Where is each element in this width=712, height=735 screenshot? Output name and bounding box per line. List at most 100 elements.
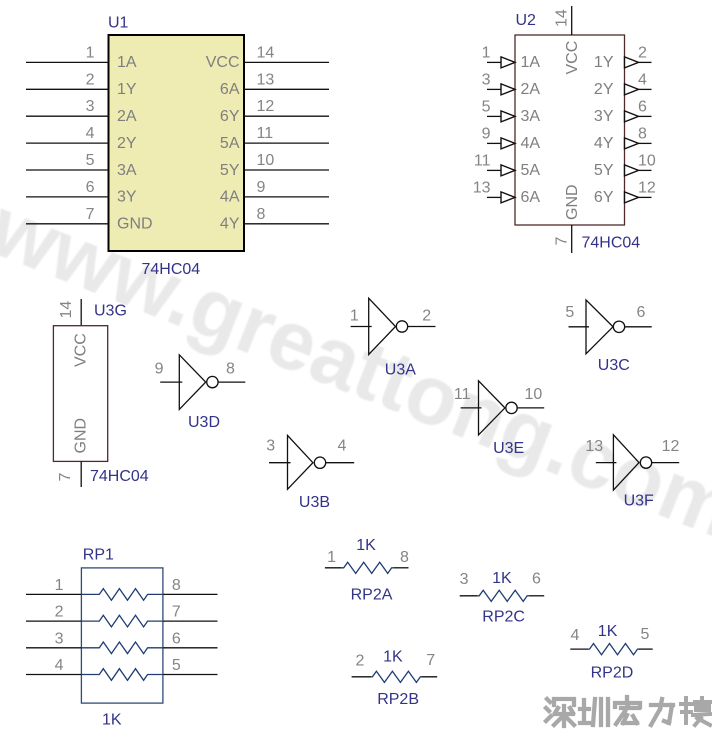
svg-text:RP1: RP1 xyxy=(83,547,114,564)
svg-text:RP2B: RP2B xyxy=(377,691,419,708)
svg-text:U3B: U3B xyxy=(299,494,330,511)
svg-text:13: 13 xyxy=(257,71,275,88)
svg-text:74HC04: 74HC04 xyxy=(142,261,201,278)
svg-text:RP2C: RP2C xyxy=(482,609,525,626)
svg-text:U2: U2 xyxy=(516,12,537,29)
svg-text:5: 5 xyxy=(565,304,574,321)
svg-text:3: 3 xyxy=(460,571,469,588)
svg-text:U3E: U3E xyxy=(493,440,524,457)
svg-text:74HC04: 74HC04 xyxy=(90,468,149,485)
svg-text:5A: 5A xyxy=(521,162,541,179)
svg-text:2: 2 xyxy=(422,308,431,325)
svg-text:4Y: 4Y xyxy=(220,216,240,233)
svg-text:4A: 4A xyxy=(521,135,541,152)
svg-text:4: 4 xyxy=(338,437,347,454)
svg-text:9: 9 xyxy=(155,360,164,377)
svg-text:1K: 1K xyxy=(356,537,376,554)
svg-text:1K: 1K xyxy=(492,570,512,587)
svg-text:4: 4 xyxy=(638,71,647,88)
svg-text:9: 9 xyxy=(482,125,491,142)
svg-text:1: 1 xyxy=(327,549,336,566)
svg-text:1K: 1K xyxy=(102,712,122,729)
svg-text:3A: 3A xyxy=(521,108,541,125)
svg-text:6A: 6A xyxy=(521,189,541,206)
svg-text:1A: 1A xyxy=(521,54,541,71)
svg-text:5: 5 xyxy=(172,657,181,674)
svg-text:1: 1 xyxy=(55,577,64,594)
svg-text:12: 12 xyxy=(638,179,656,196)
svg-text:3Y: 3Y xyxy=(594,108,614,125)
svg-text:GND: GND xyxy=(117,216,153,233)
svg-text:6: 6 xyxy=(637,304,646,321)
svg-text:3A: 3A xyxy=(117,162,137,179)
svg-text:U3D: U3D xyxy=(188,414,220,431)
svg-text:6Y: 6Y xyxy=(220,108,240,125)
svg-text:6A: 6A xyxy=(220,81,240,98)
svg-text:11: 11 xyxy=(257,125,274,142)
svg-text:8: 8 xyxy=(226,360,235,377)
svg-text:U3G: U3G xyxy=(94,303,127,320)
svg-text:4A: 4A xyxy=(220,189,240,206)
svg-text:RP2D: RP2D xyxy=(591,665,634,682)
svg-text:12: 12 xyxy=(662,438,680,455)
svg-text:13: 13 xyxy=(473,179,491,196)
svg-text:2: 2 xyxy=(55,604,64,621)
svg-text:13: 13 xyxy=(585,438,603,455)
svg-text:8: 8 xyxy=(638,125,647,142)
svg-text:3: 3 xyxy=(55,630,64,647)
svg-text:8: 8 xyxy=(400,549,409,566)
svg-text:2Y: 2Y xyxy=(594,81,614,98)
svg-text:1K: 1K xyxy=(598,623,618,640)
svg-text:10: 10 xyxy=(525,386,543,403)
svg-text:4: 4 xyxy=(86,125,95,142)
svg-text:14: 14 xyxy=(554,9,571,27)
svg-text:7: 7 xyxy=(86,206,95,223)
svg-text:GND: GND xyxy=(564,184,581,220)
svg-text:1: 1 xyxy=(86,44,95,61)
svg-text:7: 7 xyxy=(172,604,181,621)
svg-text:VCC: VCC xyxy=(206,54,240,71)
svg-text:5Y: 5Y xyxy=(220,162,240,179)
svg-text:6Y: 6Y xyxy=(594,189,614,206)
svg-text:6: 6 xyxy=(86,179,95,196)
svg-text:2: 2 xyxy=(638,44,647,61)
svg-text:7: 7 xyxy=(426,652,435,669)
svg-text:8: 8 xyxy=(257,206,266,223)
svg-text:VCC: VCC xyxy=(73,333,90,367)
svg-text:2A: 2A xyxy=(521,81,541,98)
svg-text:4: 4 xyxy=(55,657,64,674)
svg-text:1A: 1A xyxy=(117,54,137,71)
svg-text:74HC04: 74HC04 xyxy=(582,235,641,252)
svg-text:12: 12 xyxy=(257,98,275,115)
svg-text:RP2A: RP2A xyxy=(351,587,393,604)
svg-text:GND: GND xyxy=(73,418,90,454)
svg-text:1Y: 1Y xyxy=(594,54,614,71)
svg-text:6: 6 xyxy=(172,630,181,647)
svg-text:3Y: 3Y xyxy=(117,189,137,206)
svg-text:1: 1 xyxy=(350,308,359,325)
svg-text:1K: 1K xyxy=(383,649,403,666)
svg-text:3: 3 xyxy=(482,71,491,88)
svg-text:3: 3 xyxy=(86,98,95,115)
svg-text:5: 5 xyxy=(482,98,491,115)
svg-text:5: 5 xyxy=(86,152,95,169)
svg-text:1Y: 1Y xyxy=(117,81,137,98)
svg-text:U3A: U3A xyxy=(385,361,416,378)
svg-text:4: 4 xyxy=(570,627,579,644)
svg-text:11: 11 xyxy=(454,386,471,403)
svg-text:2A: 2A xyxy=(117,108,137,125)
svg-text:U1: U1 xyxy=(108,15,129,32)
svg-text:3: 3 xyxy=(266,437,275,454)
svg-text:2Y: 2Y xyxy=(117,135,137,152)
svg-text:2: 2 xyxy=(355,653,364,670)
svg-text:8: 8 xyxy=(172,577,181,594)
svg-text:U3F: U3F xyxy=(624,493,654,510)
svg-text:5: 5 xyxy=(641,626,650,643)
svg-text:7: 7 xyxy=(554,237,571,246)
svg-text:4Y: 4Y xyxy=(594,135,614,152)
svg-text:7: 7 xyxy=(57,473,74,482)
svg-text:VCC: VCC xyxy=(564,41,581,75)
svg-text:6: 6 xyxy=(638,98,647,115)
svg-text:14: 14 xyxy=(58,301,75,319)
svg-text:2: 2 xyxy=(86,71,95,88)
